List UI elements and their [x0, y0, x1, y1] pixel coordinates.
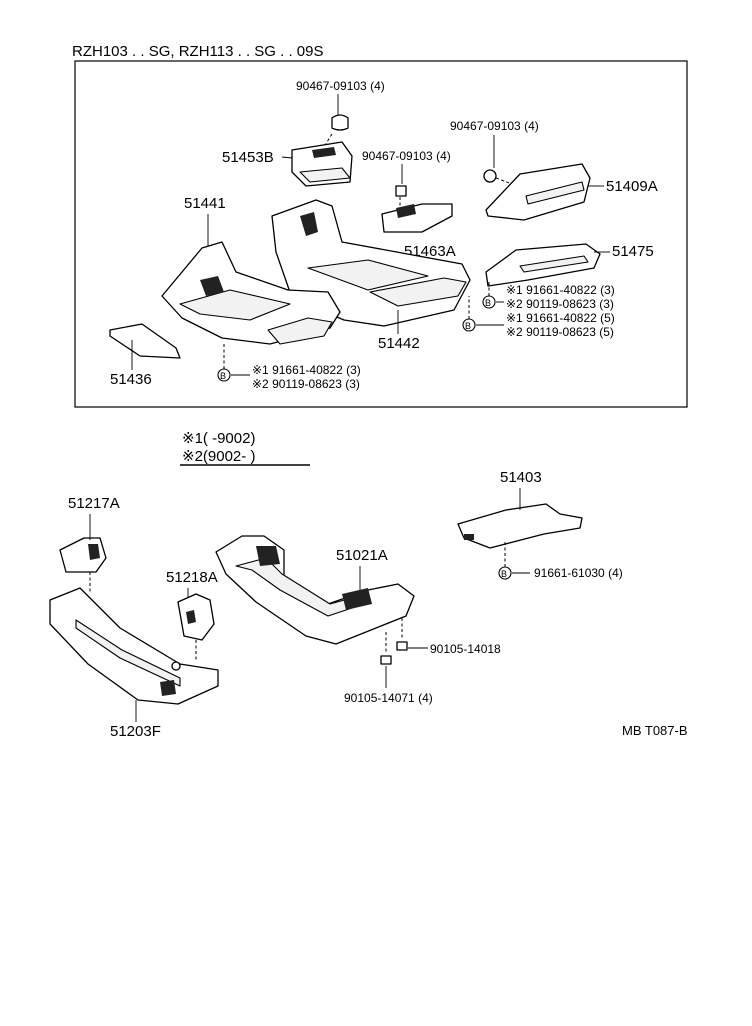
b-mark-right-1: B: [482, 295, 496, 309]
label-51453B: 51453B: [222, 149, 274, 166]
part-51217A: [59, 537, 107, 573]
legend-note-1: ※1( -9002): [182, 430, 255, 447]
b-mark-right-2: B: [462, 318, 476, 332]
label-91661-40822-r1: ※1 91661-40822 (3): [506, 283, 615, 297]
b-mark-left: B: [217, 368, 231, 382]
label-90105-14071: 90105-14071 (4): [344, 691, 433, 705]
label-51409A: 51409A: [606, 178, 658, 195]
part-51463A: [381, 203, 453, 233]
svg-text:B: B: [465, 321, 471, 331]
part-51409A: [485, 163, 591, 221]
bolt-90105-14018: [396, 618, 408, 651]
model-line: RZH103 . . SG, RZH113 . . SG . . 09S: [72, 43, 323, 60]
bolt-90105-14071: [380, 632, 392, 688]
label-91661-61030: 91661-61030 (4): [534, 566, 623, 580]
label-91661-40822-l: ※1 91661-40822 (3): [252, 363, 361, 377]
label-290119-08623-l: ※2 90119-08623 (3): [252, 377, 360, 391]
label-51217A: 51217A: [68, 495, 120, 512]
svg-text:B: B: [485, 298, 491, 308]
part-51441: [161, 241, 341, 345]
label-90467-b: 90467-09103 (4): [362, 149, 451, 163]
label-51203F: 51203F: [110, 723, 161, 740]
label-51021A: 51021A: [336, 547, 388, 564]
label-51218A: 51218A: [166, 569, 218, 586]
part-51218A: [177, 593, 215, 641]
legend-note-2: ※2(9002- ): [182, 448, 255, 465]
part-51203F: [49, 587, 219, 705]
label-51436: 51436: [110, 371, 152, 388]
label-90105-14018: 90105-14018: [430, 642, 501, 656]
svg-text:B: B: [501, 569, 507, 579]
label-91661-40822-r2: ※1 91661-40822 (5): [506, 311, 615, 325]
label-90467-a: 90467-09103 (4): [296, 79, 385, 93]
svg-text:B: B: [220, 371, 226, 381]
label-90467-c: 90467-09103 (4): [450, 119, 539, 133]
label-51442: 51442: [378, 335, 420, 352]
part-51453B: [291, 141, 353, 187]
clip-90467-center: [395, 164, 407, 210]
label-51475: 51475: [612, 243, 654, 260]
clip-90467-top: [321, 114, 349, 151]
assembly-frame: [74, 60, 688, 408]
diagram-code: MB T087-B: [622, 723, 688, 738]
part-51436: [109, 323, 181, 359]
label-290119-08623-r2: ※2 90119-08623 (5): [506, 325, 614, 339]
part-51475: [485, 243, 601, 287]
label-290119-08623-r1: ※2 90119-08623 (3): [506, 297, 614, 311]
part-51403: [457, 503, 583, 549]
label-51441: 51441: [184, 195, 226, 212]
part-51021A: [215, 535, 415, 645]
b-mark-51403: B: [498, 566, 512, 580]
label-51403: 51403: [500, 469, 542, 486]
